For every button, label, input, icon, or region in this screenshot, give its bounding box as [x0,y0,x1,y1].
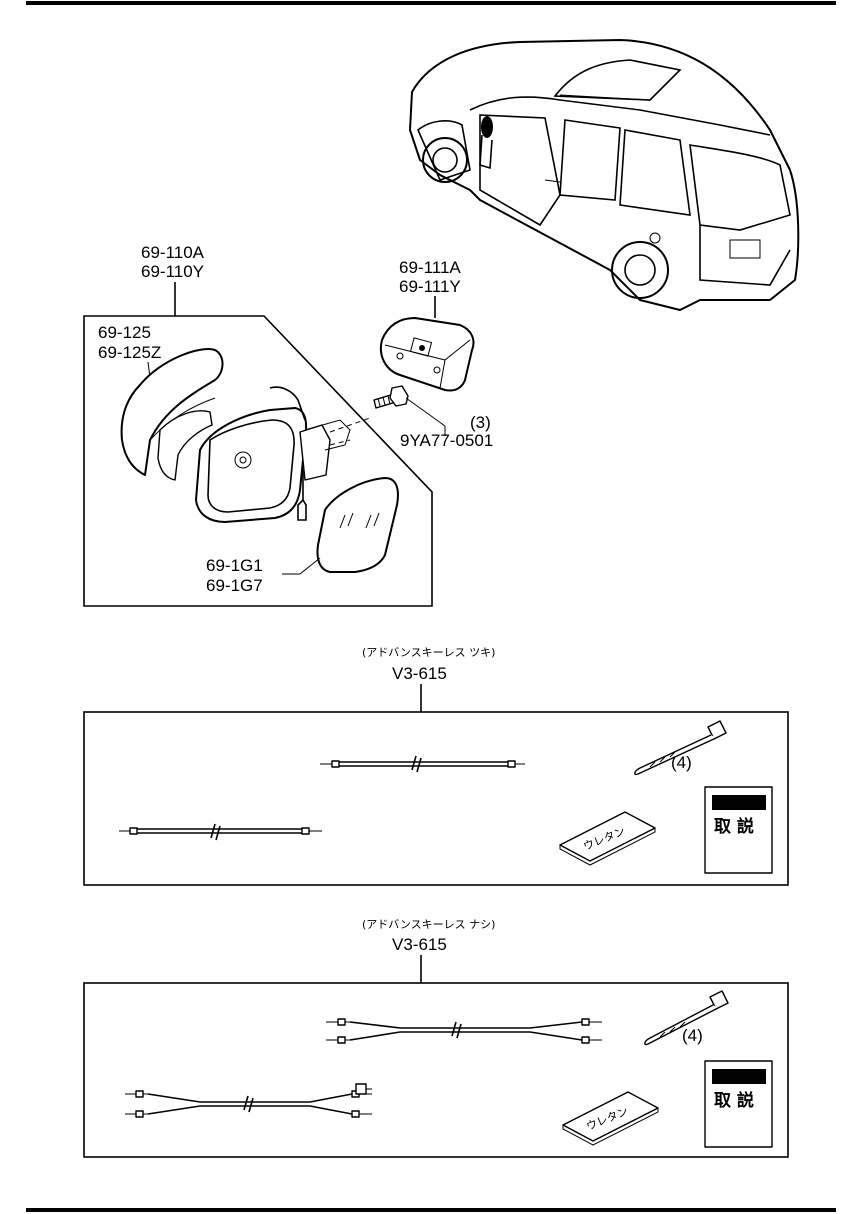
kit2-urethane-pad: ウレタン [562,1091,659,1146]
kit1-part-no: V3-615 [392,664,447,683]
garnish-label-2: 69-111Y [399,277,461,296]
kit1-manual: 取 説 [704,786,773,874]
kit2-frame [83,982,789,1158]
kit2-harness-lower [125,1083,372,1118]
mirror-glass-label-2: 69-1G7 [206,576,263,595]
kit2-harness-upper [326,1018,602,1044]
kit1-urethane-pad: ウレタン [559,811,656,866]
garnish-part [380,317,475,392]
kit2-cable-tie [644,990,729,1046]
kit2-note: (アドバンスキーレス ナシ) [362,918,495,931]
mirror-glass-part [316,477,399,573]
bolt-part-no-label: 9YA77-0501 [400,431,493,450]
kit1-harness-upper [320,755,525,773]
garnish-label-1: 69-111A [399,258,461,277]
mirror-glass-label-1: 69-1G1 [206,556,263,575]
kit2-tie-qty: (4) [682,1026,703,1045]
kit1-manual-label: 取 説 [714,816,754,837]
kit1-frame [83,711,789,886]
vehicle-illustration [409,39,800,311]
kit1-tie-qty: (4) [671,753,692,772]
kit1-note: (アドバンスキーレス ツキ) [362,646,495,659]
mirror-cover-label-1: 69-125 [98,323,151,342]
mirror-cover-part [120,348,224,481]
mirror-assembly-label-2: 69-110Y [141,262,204,281]
mirror-assembly-label-1: 69-110A [141,243,205,262]
mirror-cover-label-2: 69-125Z [98,343,161,362]
mirror-housing-part [195,386,351,523]
kit2-manual: 取 説 [704,1060,773,1148]
mirror-location-marker [481,116,493,138]
kit1-harness-lower [119,823,322,841]
mirror-assembly-frame [83,315,433,607]
kit1-cable-tie [634,720,727,776]
bolt-part [373,385,409,409]
kit2-manual-label: 取 説 [714,1090,754,1111]
bolt-qty-label: (3) [470,413,491,432]
kit2-part-no: V3-615 [392,935,447,954]
